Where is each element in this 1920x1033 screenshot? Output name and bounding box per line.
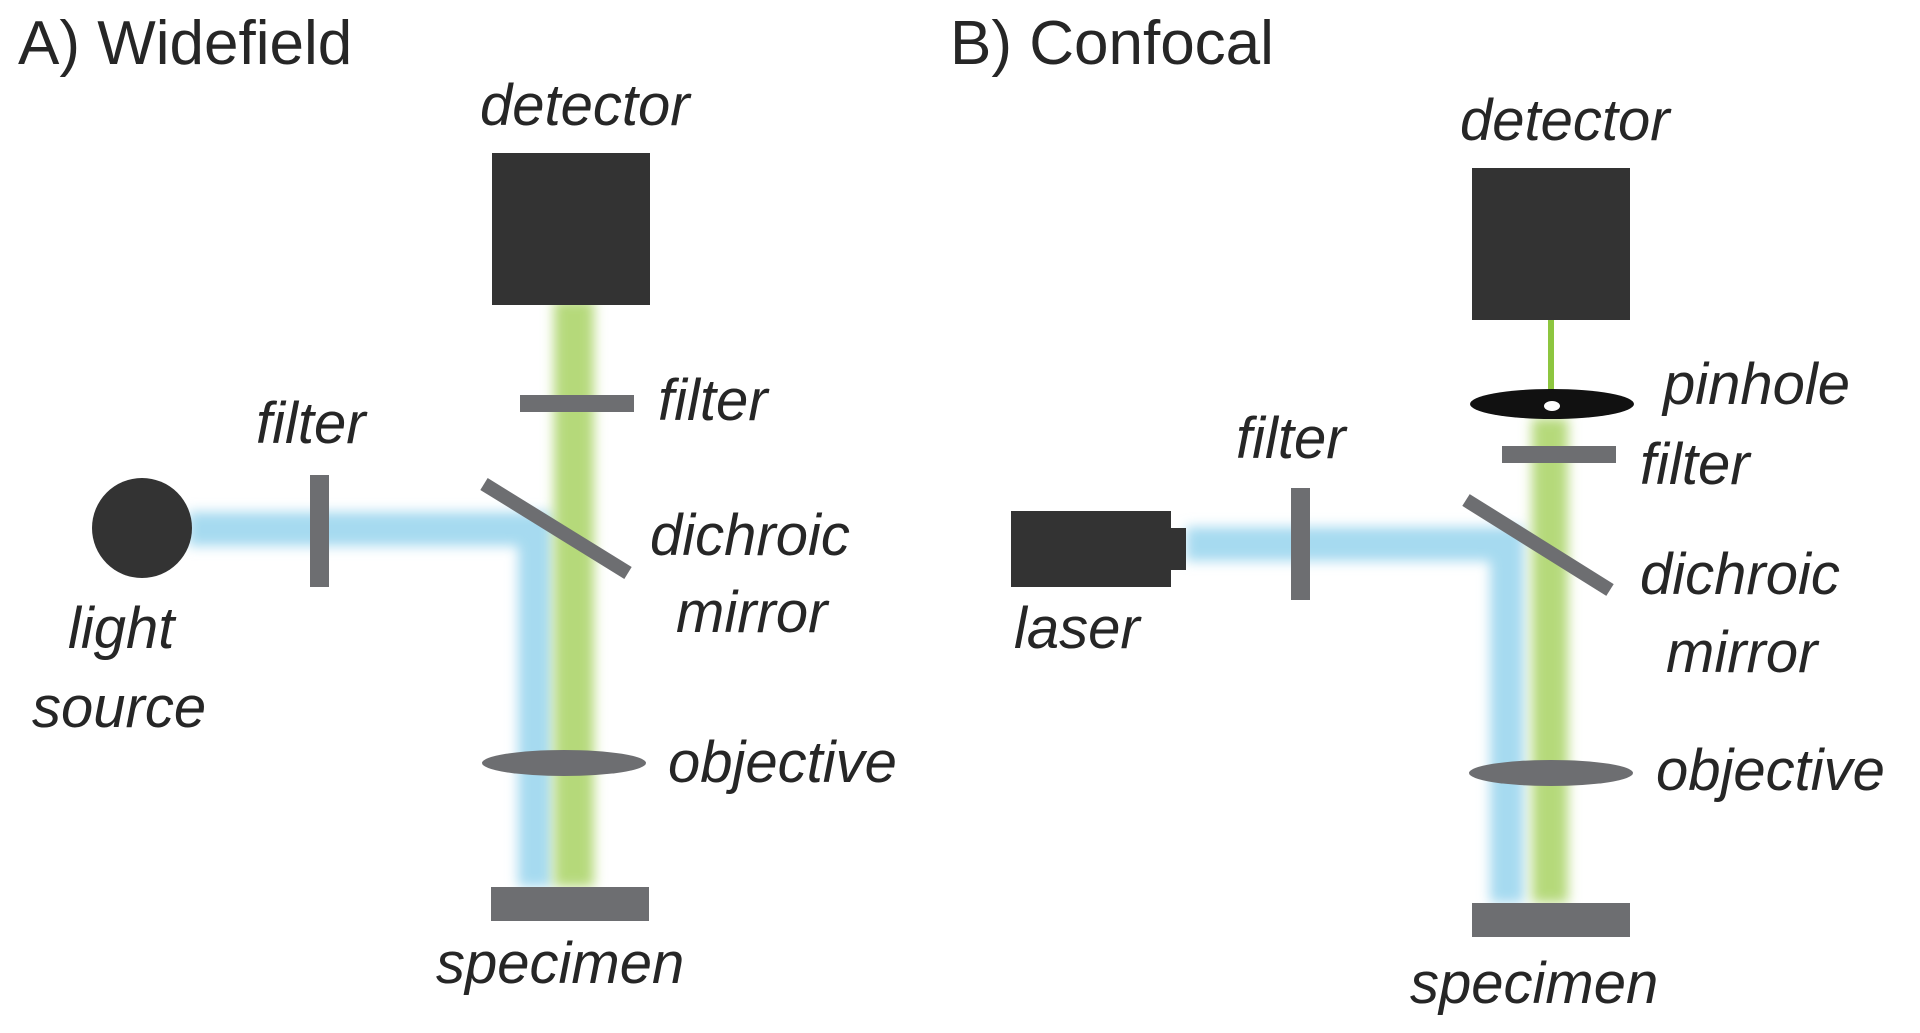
widefield-source-label-line2: source xyxy=(32,675,206,740)
confocal-detector-label: detector xyxy=(1460,88,1672,153)
widefield-detector-label: detector xyxy=(480,73,692,138)
widefield-emission-beam xyxy=(554,300,594,887)
widefield-dichroic-mirror xyxy=(480,478,632,579)
widefield-detector xyxy=(492,153,650,305)
widefield-excitation-beam xyxy=(188,512,552,887)
confocal-specimen xyxy=(1472,903,1630,937)
panel-widefield: A) Widefield detector filter filter dich… xyxy=(18,9,897,996)
confocal-pinhole-beam xyxy=(1548,320,1554,404)
confocal-pinhole-aperture xyxy=(1544,401,1560,411)
confocal-objective-label: objective xyxy=(1656,738,1885,803)
confocal-detector xyxy=(1472,168,1630,320)
widefield-source-label-line1: light xyxy=(68,596,177,661)
widefield-objective-label: objective xyxy=(668,730,897,795)
widefield-specimen xyxy=(491,887,649,921)
confocal-laser xyxy=(1011,511,1186,587)
widefield-objective xyxy=(482,750,646,776)
confocal-excitation-filter-label: filter xyxy=(1236,406,1348,471)
panel-confocal: B) Confocal detector pinhole filter filt… xyxy=(950,9,1885,1016)
panel-a-title: A) Widefield xyxy=(18,9,352,78)
panel-b-title: B) Confocal xyxy=(950,9,1274,78)
widefield-emission-filter-label: filter xyxy=(658,368,770,433)
confocal-excitation-filter xyxy=(1291,488,1310,600)
confocal-dichroic-mirror xyxy=(1462,494,1614,596)
widefield-specimen-label: specimen xyxy=(436,931,684,996)
confocal-emission-filter xyxy=(1502,446,1616,463)
widefield-dichroic-label-line1: dichroic xyxy=(650,503,850,568)
confocal-emission-filter-label: filter xyxy=(1640,432,1752,497)
confocal-laser-label: laser xyxy=(1014,596,1142,661)
widefield-light-source xyxy=(92,478,192,578)
widefield-emission-filter xyxy=(520,395,634,412)
confocal-pinhole-label: pinhole xyxy=(1661,352,1850,417)
confocal-excitation-beam xyxy=(1186,527,1524,903)
confocal-dichroic-label-line2: mirror xyxy=(1666,620,1820,685)
confocal-objective xyxy=(1469,760,1633,786)
widefield-excitation-filter xyxy=(310,475,329,587)
confocal-specimen-label: specimen xyxy=(1410,951,1658,1016)
confocal-dichroic-label-line1: dichroic xyxy=(1640,542,1840,607)
confocal-emission-beam xyxy=(1532,418,1568,903)
widefield-excitation-filter-label: filter xyxy=(256,391,368,456)
widefield-dichroic-label-line2: mirror xyxy=(676,580,830,645)
